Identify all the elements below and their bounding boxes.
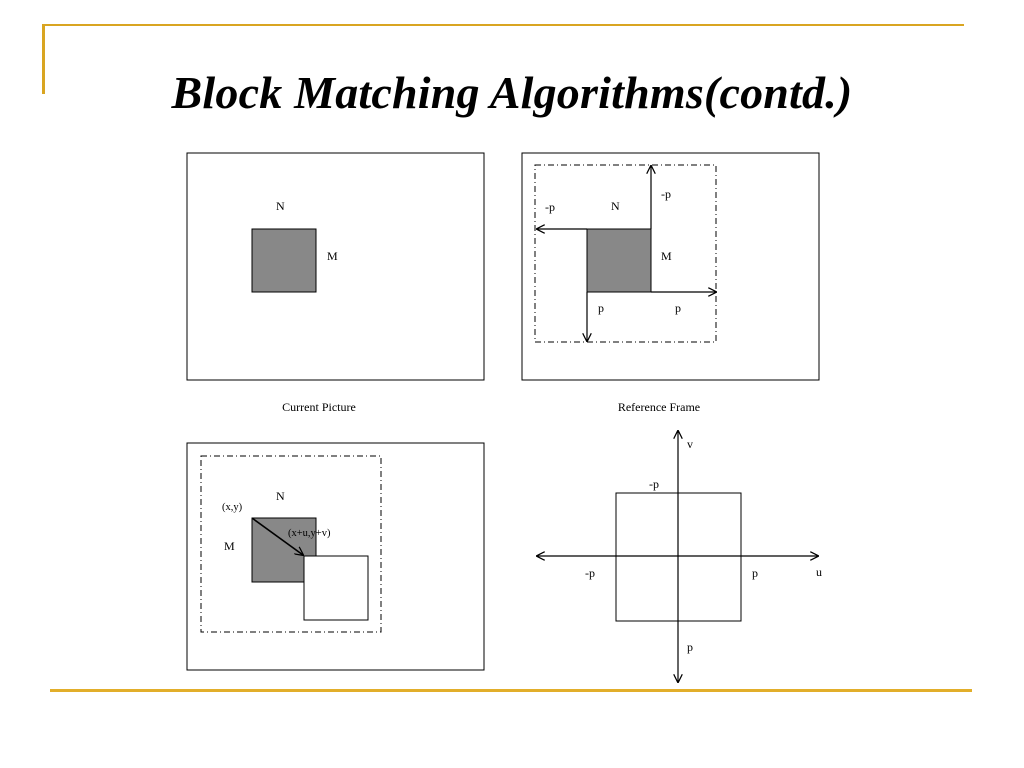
reference-block — [586, 228, 652, 293]
search-label-top: -p — [649, 477, 659, 491]
motion-label-m: M — [224, 539, 235, 553]
search-label-right: p — [752, 566, 758, 580]
motion-vector-arrow — [251, 517, 303, 555]
search-window-panel: v u -p -p p p — [537, 431, 822, 682]
reference-frame-caption: Reference Frame — [618, 400, 700, 414]
current-label-n: N — [276, 199, 285, 213]
reference-search-area — [534, 164, 717, 343]
reference-label-n: N — [611, 199, 620, 213]
accent-vertical-line — [42, 24, 45, 94]
current-block — [251, 228, 317, 293]
reference-label-m: M — [661, 249, 672, 263]
accent-top-line — [42, 24, 964, 26]
motion-search-area — [200, 455, 382, 633]
reference-frame-frame — [521, 152, 820, 381]
axis-label-v: v — [687, 437, 693, 451]
search-label-left: -p — [585, 566, 595, 580]
axis-label-u: u — [816, 565, 822, 579]
motion-frame — [186, 442, 485, 671]
slide-title: Block Matching Algorithms(contd.) — [171, 67, 853, 118]
reference-label-top: -p — [661, 187, 671, 201]
current-picture-frame — [186, 152, 485, 381]
accent-bottom-line — [50, 689, 972, 692]
motion-vector-panel: (x,y) N M (x+u,y+v) — [186, 442, 485, 671]
current-label-m: M — [327, 249, 338, 263]
motion-target-block — [303, 555, 369, 621]
motion-label-n: N — [276, 489, 285, 503]
current-picture-caption: Current Picture — [282, 400, 356, 414]
motion-label-xuyv: (x+u,y+v) — [288, 528, 331, 539]
reference-label-bottom-left: p — [598, 301, 604, 315]
reference-label-bottom-right: p — [675, 301, 681, 315]
motion-label-xy: (x,y) — [222, 502, 243, 513]
search-label-bottom: p — [687, 640, 693, 654]
current-picture-panel: N M Current Picture — [186, 152, 485, 414]
reference-label-left: -p — [545, 200, 555, 214]
reference-frame-panel: N M -p -p p p Reference Frame — [521, 152, 820, 414]
